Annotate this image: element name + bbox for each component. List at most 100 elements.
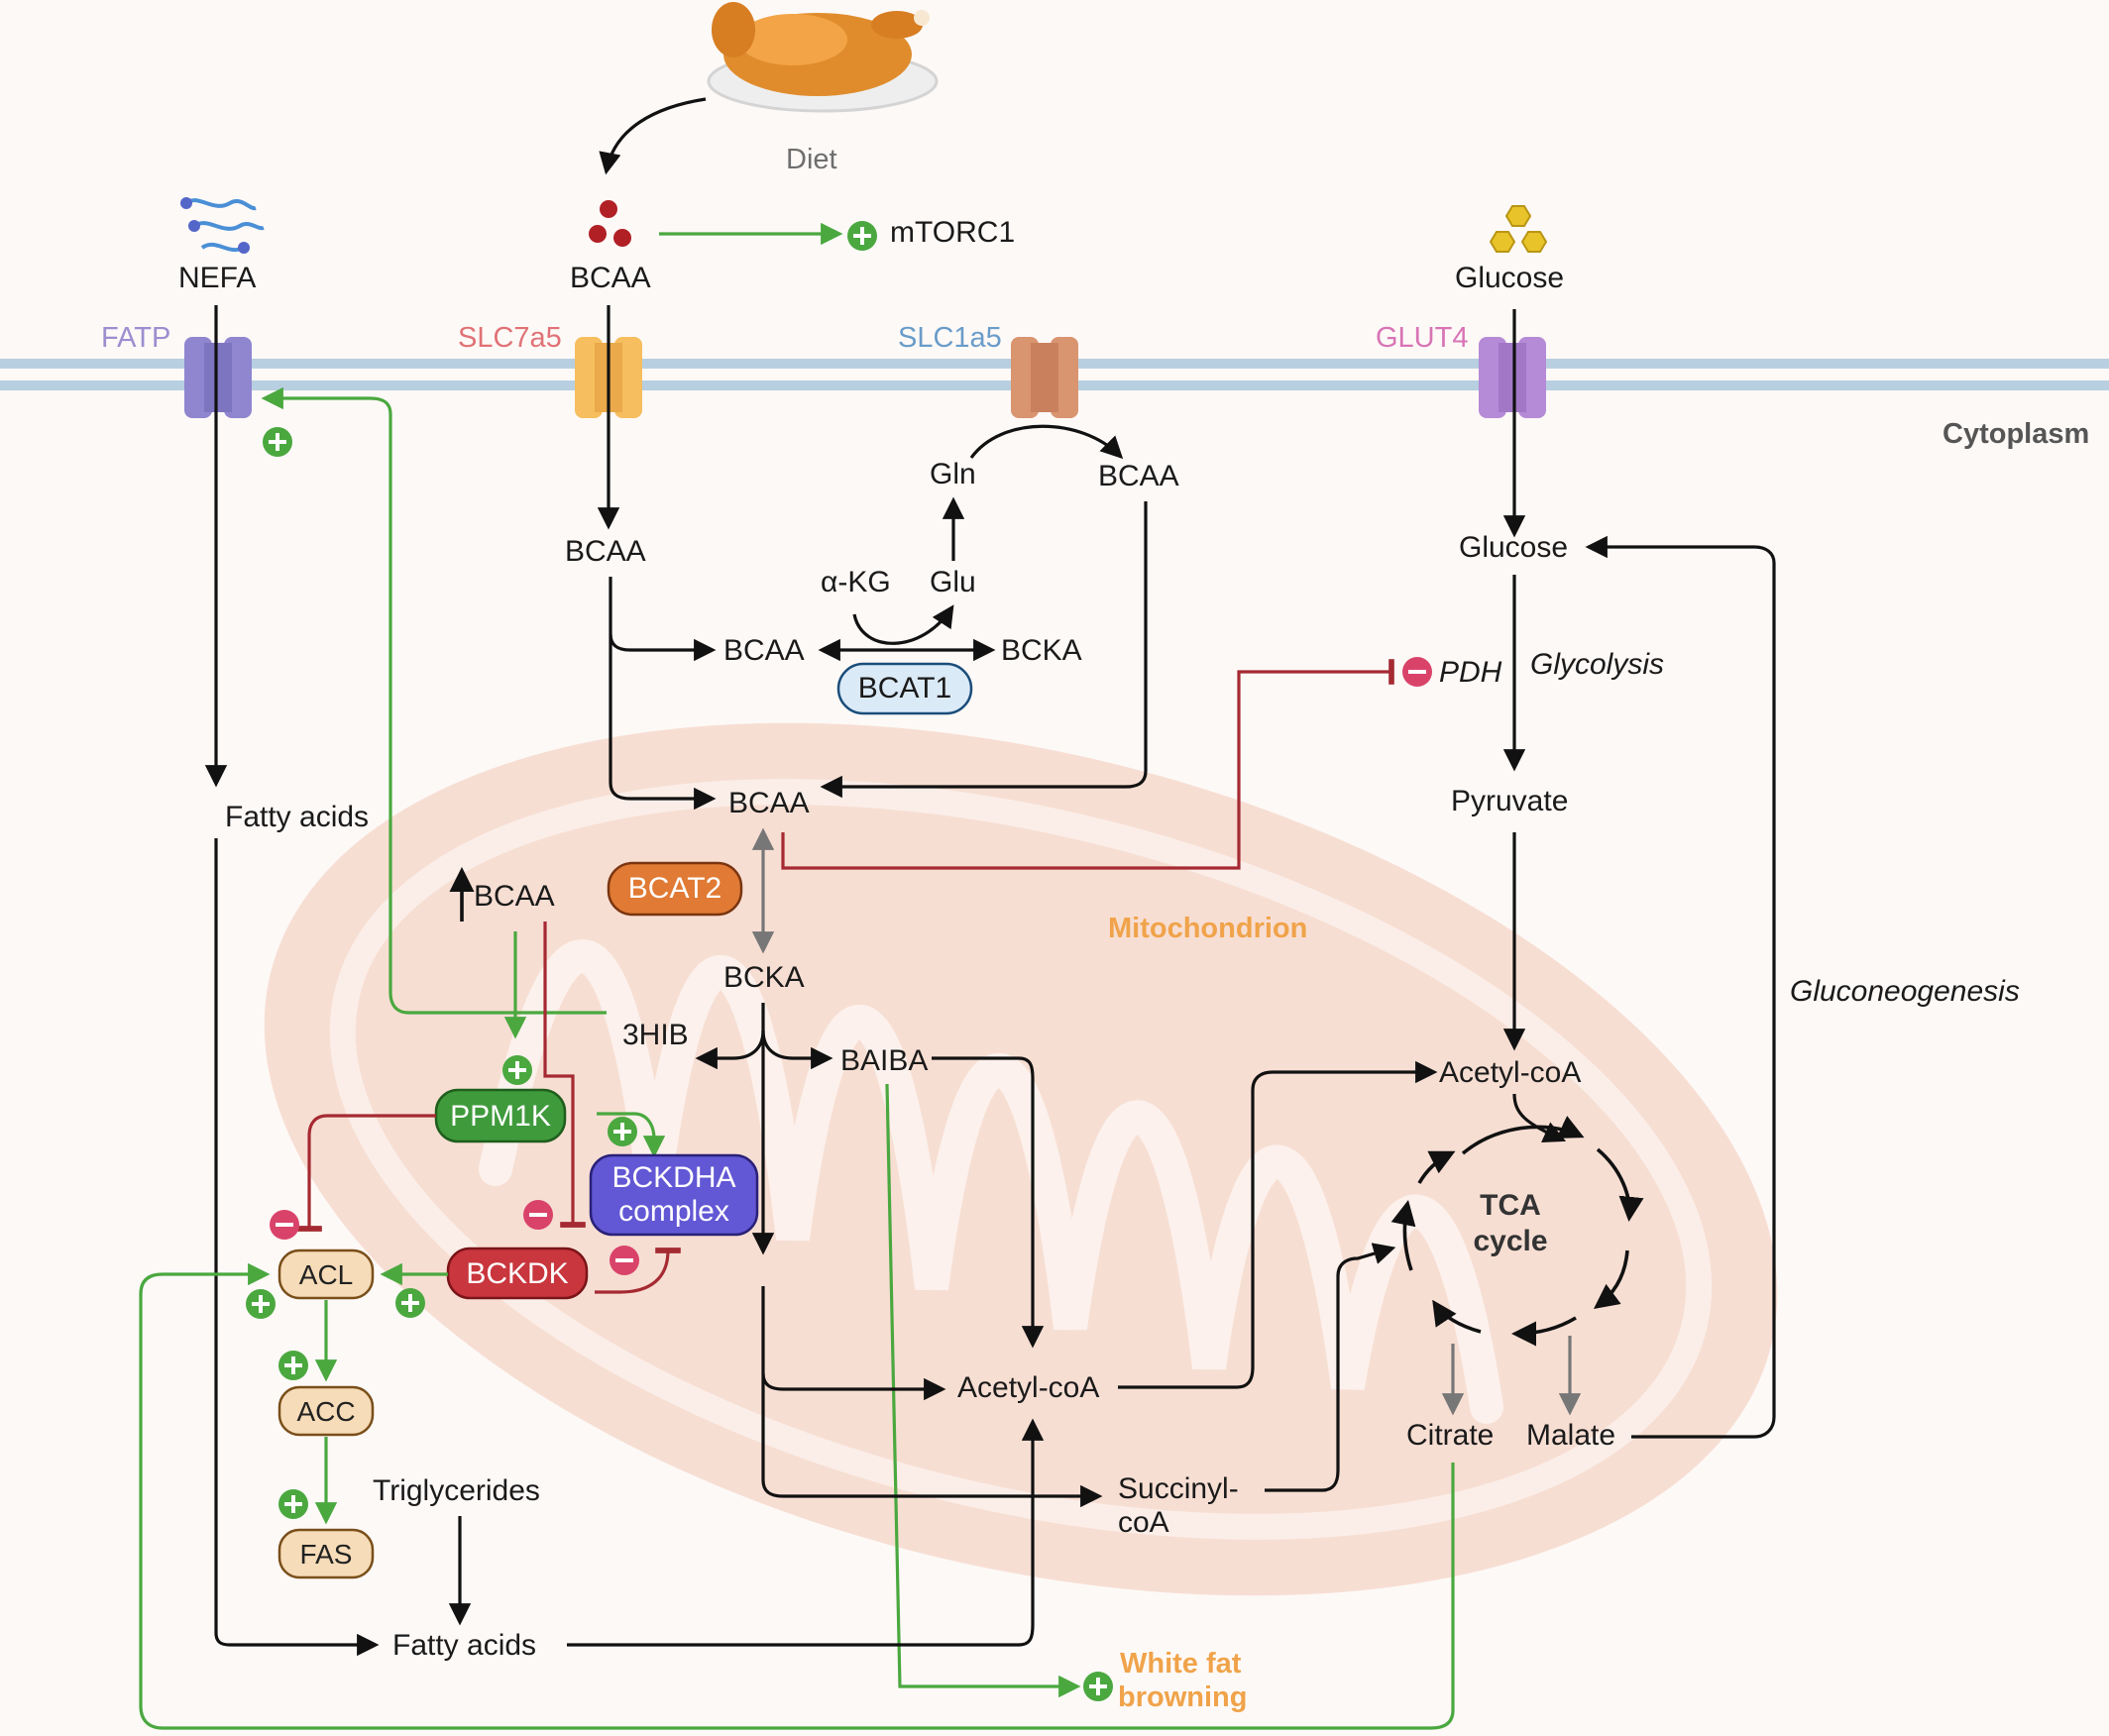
bcat1-enzyme: [836, 662, 973, 715]
plus-icon: [608, 1117, 637, 1146]
ppm1k-activates-bckdha-arrow: [597, 1112, 666, 1158]
3hib-label: 3HIB: [622, 1019, 689, 1051]
bcaa-cytoplasm-label: BCAA: [565, 535, 646, 568]
minus-icon: [523, 1200, 553, 1230]
bcaa-dots-icon: [589, 200, 631, 247]
gln-label: Gln: [930, 458, 976, 490]
mitochondrion-shape: [264, 722, 1778, 1596]
plus-icon: [278, 1489, 308, 1519]
minus-icon: [270, 1210, 299, 1240]
bcat1-label: BCAT1: [858, 672, 951, 705]
bcaa-right-label: BCAA: [1098, 460, 1179, 492]
minus-icon: [610, 1246, 639, 1275]
plus-icon: [847, 221, 877, 251]
pdh-label: PDH: [1439, 656, 1502, 689]
akg-to-glu-arrow: [852, 604, 954, 645]
gln-to-bcaa-exchange-arrow: [969, 424, 1124, 460]
bckdha-label-line1: BCKDHA: [611, 1161, 735, 1194]
bckdha-label-line2: complex: [618, 1195, 729, 1228]
tca-cycle-arrows: [1390, 1116, 1644, 1347]
malate-label: Malate: [1526, 1419, 1615, 1452]
slc7a5-label: SLC7a5: [458, 322, 562, 354]
acc-enzyme: [278, 1385, 375, 1437]
glu-label: Glu: [930, 566, 976, 598]
fatty-acids-to-acetylcoa-arrow: [567, 1418, 1045, 1647]
bcaa-inhibits-bckdk-line: [543, 922, 586, 1228]
baiba-to-acetylcoa-arrow: [932, 1056, 1045, 1349]
minus-icon: [1402, 657, 1432, 687]
bcka-mito-label: BCKA: [723, 961, 805, 994]
triglycerides-label: Triglycerides: [373, 1474, 540, 1507]
acetylcoa-to-tca-arrow: [1512, 1093, 1567, 1142]
slc1a5-transporter: [1011, 337, 1078, 418]
ppm1k-label: PPM1K: [450, 1100, 551, 1133]
tca-label-line1: TCA: [1480, 1189, 1541, 1222]
mtorc1-label: mTORC1: [890, 216, 1015, 249]
acl-label: ACL: [299, 1259, 353, 1290]
bcka-top-label: BCKA: [1001, 634, 1082, 667]
up-bcaa-label: BCAA: [474, 880, 555, 913]
acetyl-coa-mid-label: Acetyl-coA: [957, 1371, 1099, 1404]
bckdk-label: BCKDK: [466, 1257, 568, 1290]
roast-chicken-icon: [707, 2, 939, 113]
slc1a5-label: SLC1a5: [898, 322, 1002, 354]
alpha-kg-label: α-KG: [821, 566, 891, 598]
acetyl-coa-right-label: Acetyl-coA: [1439, 1056, 1581, 1089]
plus-icon: [502, 1055, 532, 1085]
acl-enzyme: [278, 1248, 375, 1300]
slc7a5-transporter: [575, 337, 642, 418]
bcaa-right-to-mito-arrow: [820, 501, 1148, 799]
cytoplasm-label: Cytoplasm: [1942, 418, 2089, 450]
bckdha-complex-enzyme: [589, 1153, 759, 1237]
gluconeogenesis-label: Gluconeogenesis: [1790, 975, 2020, 1008]
fatty-acids-top-label: Fatty acids: [225, 801, 369, 833]
fas-label: FAS: [300, 1539, 353, 1570]
bcaa-mito-label: BCAA: [728, 787, 810, 819]
fas-enzyme: [278, 1528, 375, 1579]
plus-icon: [395, 1288, 425, 1318]
glucose-extracellular-label: Glucose: [1455, 262, 1564, 294]
mitochondrion-label: Mitochondrion: [1108, 913, 1307, 944]
baiba-label: BAIBA: [840, 1044, 928, 1077]
plus-icon: [1083, 1672, 1113, 1701]
succinyl-coa-label-line2: coA: [1118, 1506, 1169, 1539]
baiba-to-browning-arrow: [885, 1083, 1081, 1698]
3hib-to-fatp-arrow: [261, 386, 607, 1015]
bcka-to-succinylcoa-arrow: [761, 1373, 1103, 1508]
pyruvate-label: Pyruvate: [1451, 785, 1568, 817]
acetylcoa-mid-to-right-arrow: [1118, 1060, 1438, 1389]
plus-icon: [263, 427, 292, 457]
bcat2-enzyme: [607, 861, 743, 917]
bcaa-extracellular-label: BCAA: [570, 262, 651, 294]
tca-label-line2: cycle: [1473, 1225, 1547, 1257]
ppm1k-inhibits-acl-line: [296, 1114, 436, 1232]
glucose-hex-icon: [1489, 205, 1548, 253]
malate-to-glucose-arrow: [1585, 535, 1776, 1439]
white-fat-browning-label-line1: White fat: [1120, 1648, 1242, 1680]
succinyl-coa-label-line1: Succinyl-: [1118, 1472, 1239, 1505]
white-fat-browning-label-line2: browning: [1118, 1682, 1247, 1713]
glut4-transporter: [1479, 337, 1546, 418]
bcaa-inhibits-pdh-line: [781, 659, 1394, 870]
plus-icon: [278, 1351, 308, 1380]
citrate-label: Citrate: [1406, 1419, 1494, 1452]
citrate-to-acl-arrow: [139, 1262, 1455, 1730]
glut4-label: GLUT4: [1376, 322, 1468, 354]
diet-to-bcaa-arrow: [599, 97, 707, 175]
bcaa-mid-label: BCAA: [723, 634, 805, 667]
bcaa-to-mito-arrow: [609, 634, 717, 811]
fatty-acids-down-arrow: [214, 838, 380, 1657]
glucose-cytoplasm-label: Glucose: [1459, 531, 1568, 564]
acc-label: ACC: [296, 1396, 355, 1427]
succinylcoa-to-tca-arrow: [1265, 1243, 1396, 1492]
fatty-acids-bottom-label: Fatty acids: [392, 1629, 536, 1662]
diet-label: Diet: [786, 144, 837, 175]
nefa-icon: [180, 197, 265, 254]
bcat2-label: BCAT2: [628, 872, 722, 905]
plus-icon: [246, 1289, 276, 1319]
nefa-label: NEFA: [178, 262, 256, 294]
fatp-label: FATP: [101, 322, 170, 354]
bckdk-inhibits-bckdha-line: [595, 1248, 681, 1294]
fatp-transporter: [184, 337, 252, 418]
